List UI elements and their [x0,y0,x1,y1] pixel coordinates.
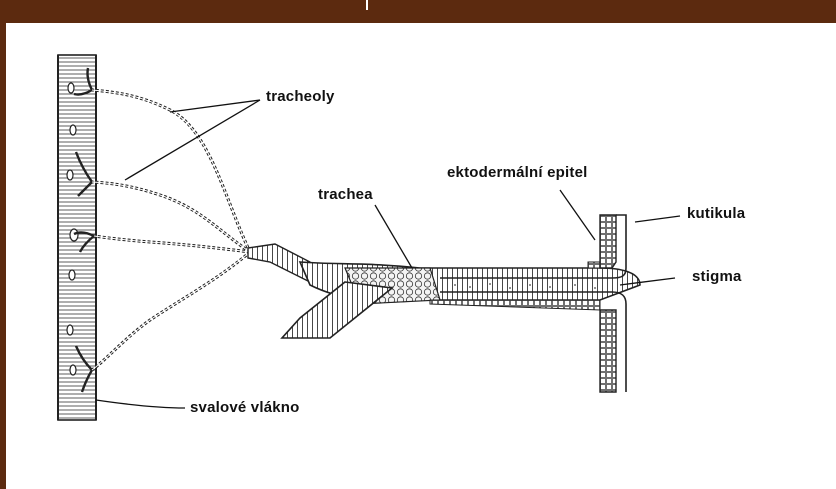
body-wall [430,215,626,392]
label-svalove-vlakno: svalové vlákno [190,399,300,416]
tracheoles-inner [92,90,250,370]
label-tracheoly: tracheoly [266,88,335,105]
label-stigma: stigma [692,268,742,285]
muscle-fiber [58,55,96,420]
label-kutikula: kutikula [687,205,745,222]
leader-lines [96,100,680,408]
trachea-branch [282,282,392,338]
label-ektodermalni-epitel: ektodermální epitel [447,164,588,181]
tracheoles [92,90,250,370]
label-trachea: trachea [318,186,373,203]
